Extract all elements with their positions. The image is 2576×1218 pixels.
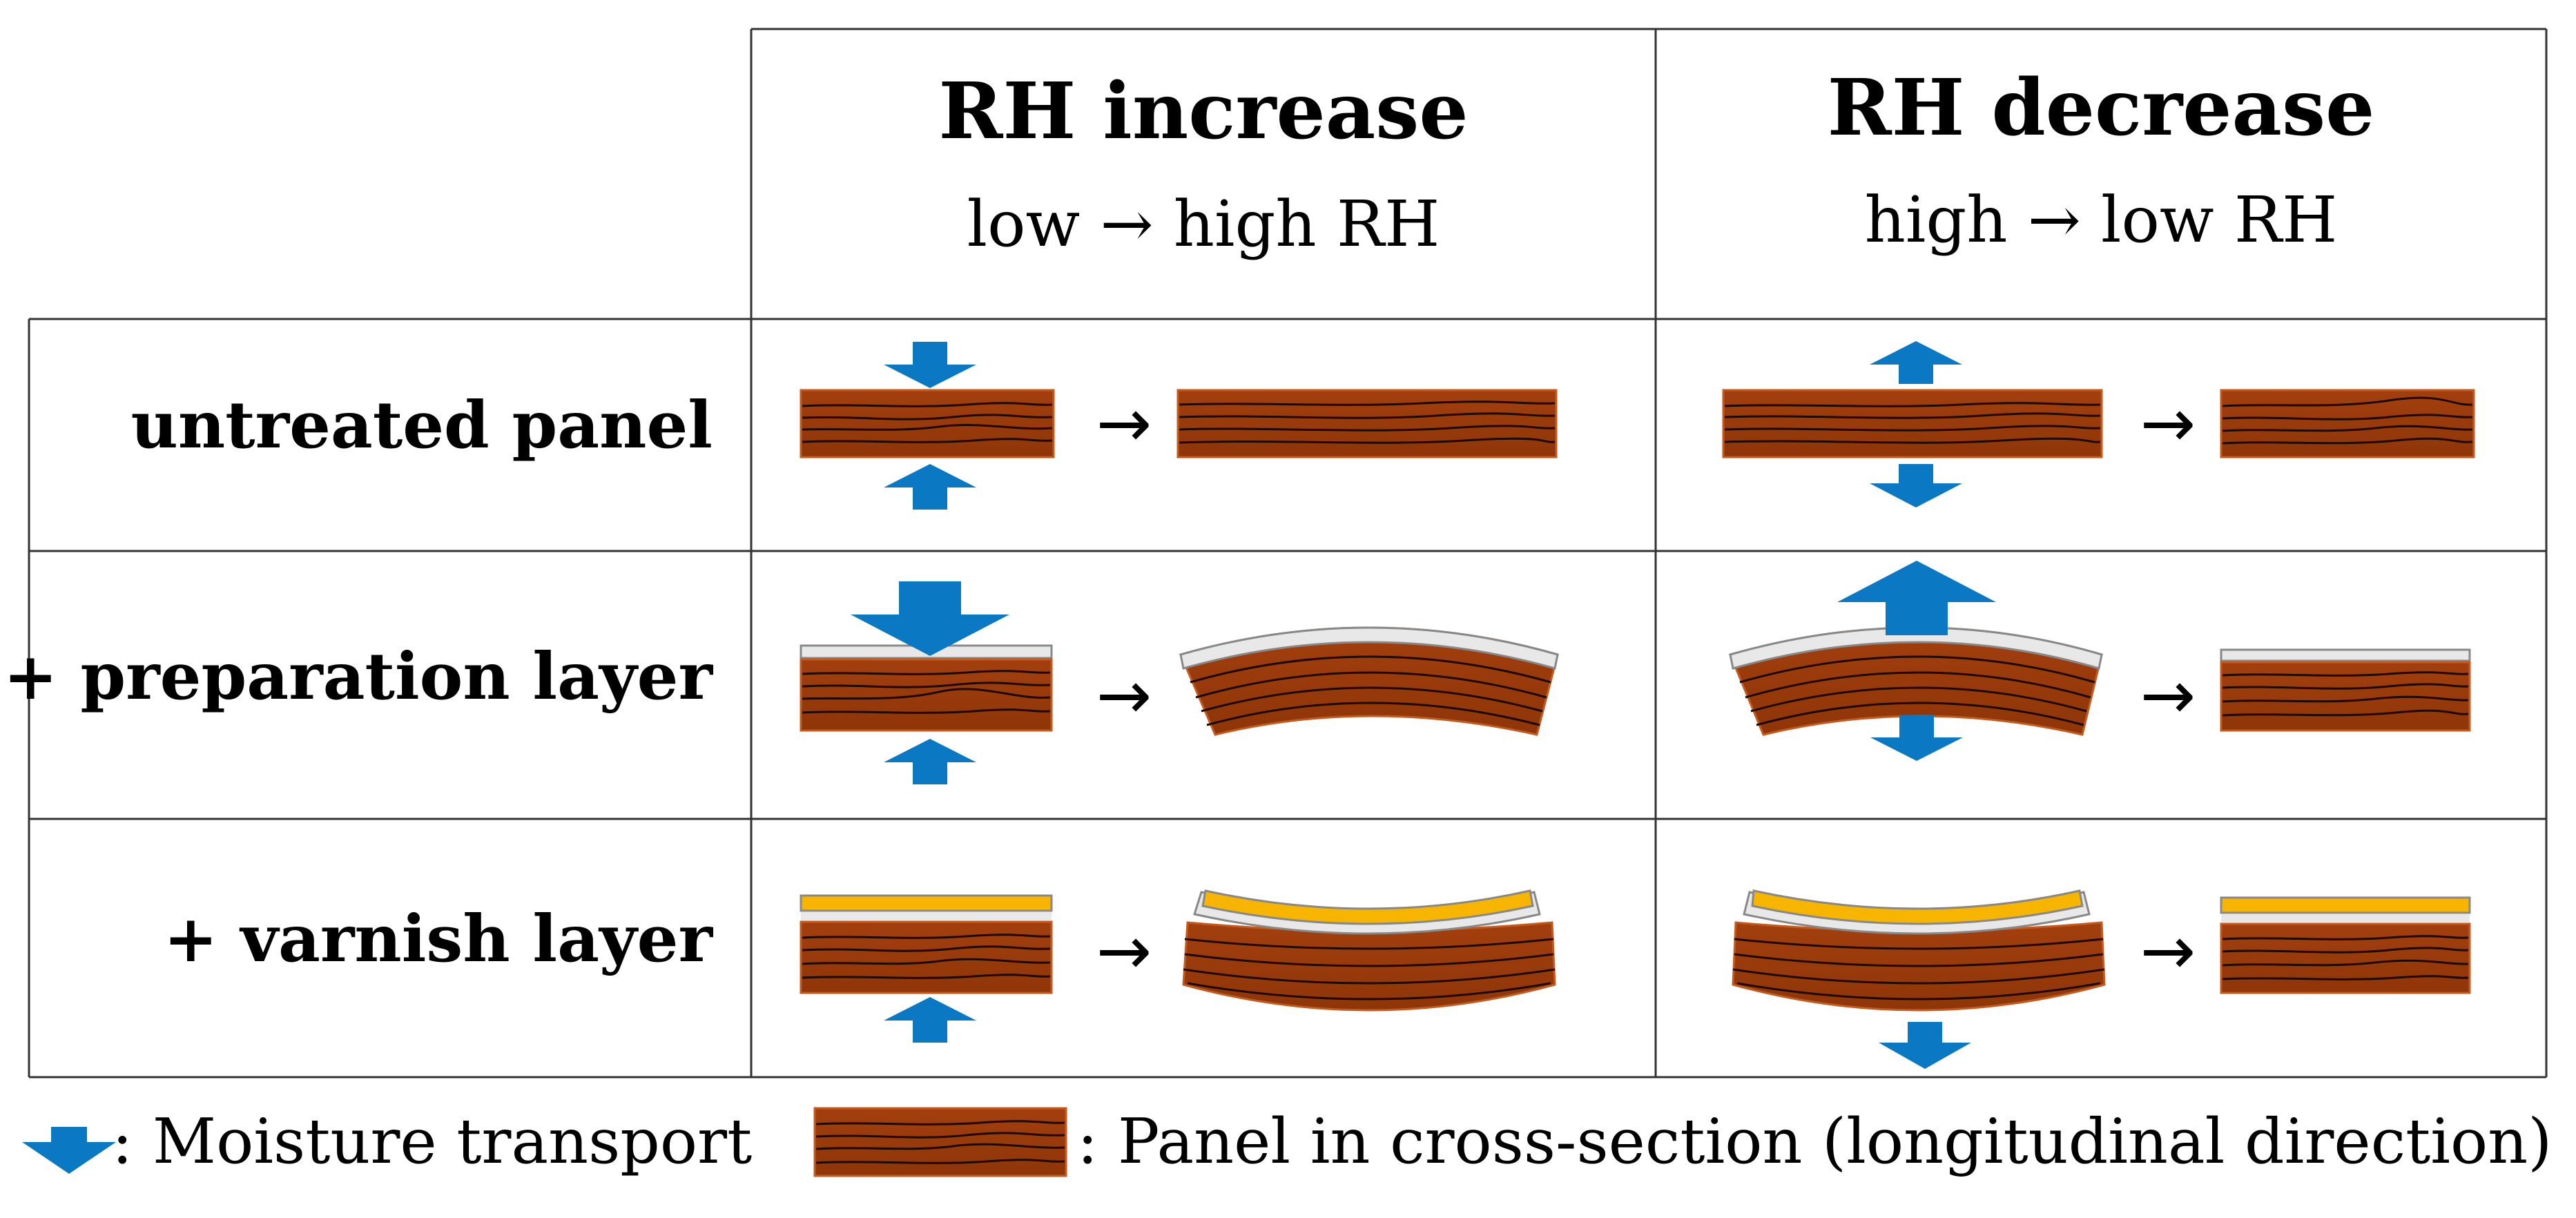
legend: : Moisture transport : Panel in cross-se… (22, 1105, 2552, 1178)
panel-flat-before (800, 389, 1055, 458)
panel-with-varnish-before (800, 894, 1053, 994)
panel-flat-after-expanded (1176, 389, 1558, 458)
moisture-arrow-icon (1837, 561, 1996, 761)
panel-concave-before-varnish (1732, 889, 2106, 1012)
panel-with-preparation-after (2220, 648, 2471, 732)
step-arrow: → (2140, 912, 2196, 989)
cell-varnish-increase: → (800, 889, 1556, 1043)
panel-concave-after (1179, 626, 1559, 736)
step-arrow: → (2140, 657, 2196, 734)
cell-untreated-decrease: → (1722, 341, 2475, 508)
cell-preparation-decrease: → (1728, 561, 2471, 761)
moisture-arrow-icon (884, 342, 976, 510)
panel-flat-before-wet (1722, 389, 2103, 458)
moisture-arrow-icon (851, 581, 1009, 784)
legend-panel-label: : Panel in cross-section (longitudinal d… (1077, 1105, 2552, 1178)
cell-preparation-increase: → (800, 581, 1559, 784)
moisture-arrow-icon (1879, 1022, 1971, 1069)
panel-flat-after-shrunk (2220, 389, 2475, 458)
panel-with-varnish-after (2220, 896, 2471, 994)
panel-convex-before (1728, 626, 2103, 736)
row-label-varnish-layer: + varnish layer (164, 901, 714, 977)
cell-untreated-increase: → (800, 342, 1558, 510)
col-title-rh-decrease: RH decrease (1828, 63, 2375, 153)
col-subtitle-rh-decrease: high → low RH (1865, 183, 2338, 257)
panel-convex-after-varnish (1182, 889, 1556, 1012)
row-label-preparation-layer: + preparation layer (3, 639, 714, 715)
step-arrow: → (2140, 385, 2196, 462)
table-grid (28, 28, 2548, 1079)
moisture-arrow-icon (884, 997, 976, 1043)
legend-moisture-arrow-icon (22, 1127, 116, 1174)
row-label-untreated-panel: untreated panel (130, 387, 713, 463)
legend-panel-swatch-icon (813, 1107, 1067, 1177)
cell-varnish-decrease: → (1732, 889, 2471, 1069)
legend-moisture-label: : Moisture transport (112, 1105, 752, 1178)
col-title-rh-increase: RH increase (938, 66, 1468, 157)
moisture-arrow-icon (1870, 341, 1962, 508)
step-arrow: → (1096, 385, 1152, 462)
step-arrow: → (1096, 912, 1152, 989)
step-arrow: → (1096, 657, 1152, 734)
col-subtitle-rh-increase: low → high RH (967, 187, 1440, 261)
panel-with-preparation-before (800, 644, 1053, 732)
